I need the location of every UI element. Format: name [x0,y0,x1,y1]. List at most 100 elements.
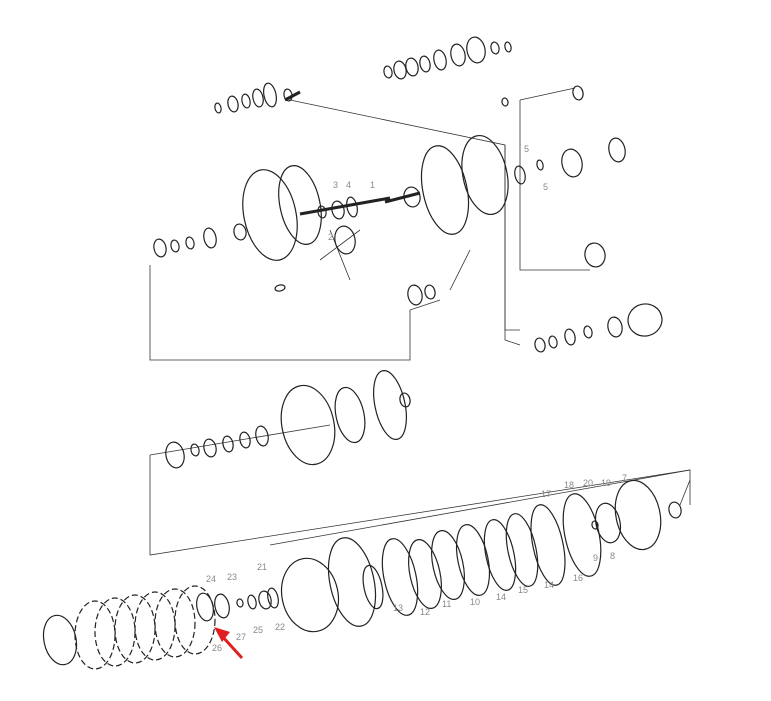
part-1 [393,60,407,80]
part-59 [247,594,257,610]
part-2 [405,57,419,77]
label-24: 24 [206,574,216,584]
part-68 [455,524,491,596]
part-46 [190,443,200,457]
part-54 [399,392,411,408]
part-17 [242,169,298,261]
part-47 [203,438,217,458]
part-32 [346,196,358,218]
part-31 [331,200,345,220]
friction-disc [174,585,216,655]
part-5 [450,43,466,67]
label-16: 16 [573,573,583,583]
part-22 [536,159,544,171]
bracket-lines [149,87,691,556]
shaft-2 [284,90,301,102]
part-3 [419,55,431,73]
part-73 [594,502,622,544]
label-26: 26 [212,643,222,653]
part-11 [241,93,251,109]
part-63 [327,537,377,627]
part-27 [185,236,195,250]
label-14a: 14 [496,592,506,602]
label-14b: 14 [544,580,554,590]
part-51 [280,384,336,466]
label-7: 7 [622,473,627,483]
part-60 [258,590,272,610]
part-15 [572,85,584,101]
part-40 [548,335,558,349]
part-52 [334,386,366,444]
part-28 [203,227,217,249]
part-42 [583,325,593,339]
part-75 [668,501,682,519]
friction-disc [94,597,136,667]
label-9: 9 [593,553,598,563]
label-top-3: 3 [333,180,338,190]
part-62 [280,557,340,633]
part-76 [591,520,599,530]
part-37 [584,242,606,268]
label-13: 13 [393,603,403,613]
label-8: 8 [610,551,615,561]
part-18 [278,165,322,245]
part-50 [255,425,269,447]
part-16 [501,97,509,107]
part-57 [214,593,230,619]
part-25 [153,238,167,258]
part-41 [564,328,576,346]
label-top-5b: 5 [543,182,548,192]
label-27: 27 [236,632,246,642]
part-26 [170,239,180,253]
friction-disc [134,591,176,661]
label-25: 25 [253,625,263,635]
part-14 [283,88,293,102]
part-45 [165,441,185,469]
part-43 [607,316,623,338]
label-17: 17 [541,489,551,499]
part-10 [227,95,239,113]
label-20: 20 [583,478,593,488]
label-21: 21 [257,562,267,572]
label-11: 11 [442,599,451,609]
parts [42,36,682,670]
part-34 [407,284,423,306]
part-53 [373,370,407,440]
part-65 [381,538,419,616]
part-58 [236,598,244,608]
label-top-4: 4 [346,180,351,190]
highlight-arrow [214,627,244,660]
label-top-5a: 5 [524,144,529,154]
part-29 [233,223,247,241]
friction-disc [114,594,156,664]
part-33 [403,186,421,208]
part-20 [461,135,509,215]
part-24 [608,137,626,163]
part-56 [196,592,214,622]
shaft-0 [299,196,391,216]
label-12: 12 [420,607,430,617]
label-10: 10 [470,597,480,607]
part-12 [252,88,264,108]
part-66 [408,539,442,609]
label-top-2: 2 [328,232,333,242]
part-7 [490,41,500,55]
part-39 [534,337,546,353]
part-8 [504,41,512,53]
part-9 [214,102,222,114]
part-23 [561,148,583,178]
part-55 [42,614,78,666]
part-21 [514,165,526,185]
label-19: 19 [601,478,611,488]
part-6 [466,36,486,64]
part-74 [614,479,662,551]
part-19 [420,145,470,235]
part-49 [239,431,251,449]
friction-disc [74,600,116,670]
part-4 [433,49,447,71]
part-69 [483,519,517,591]
part-64 [362,564,384,610]
shaft-1 [384,191,421,204]
part-30 [317,205,327,219]
